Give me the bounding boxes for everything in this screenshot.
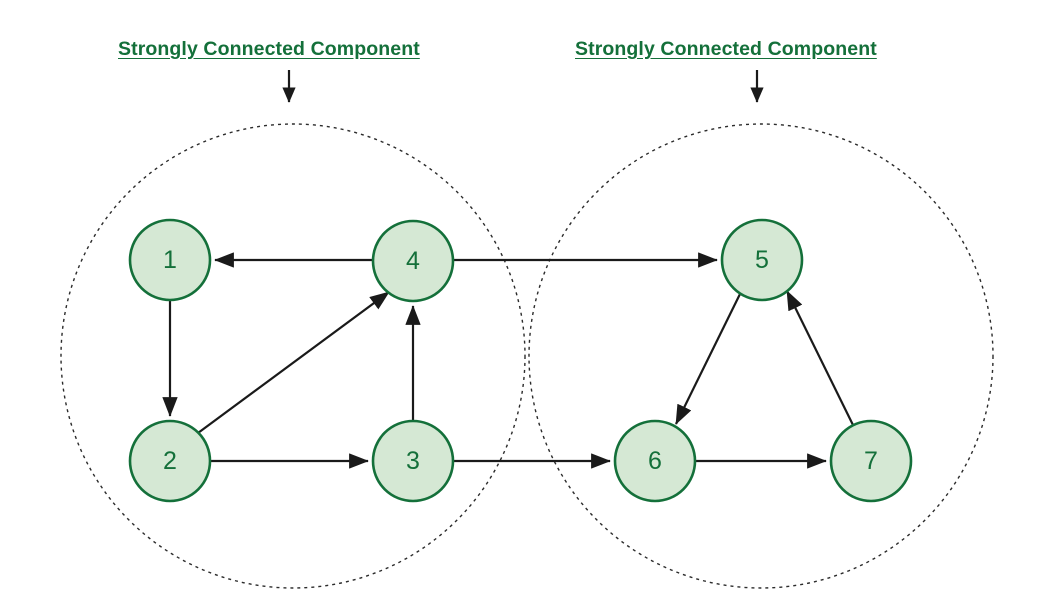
node-1-circle[interactable] [128, 218, 212, 302]
node-6[interactable]: 6 [613, 419, 697, 503]
component-boundary-right [528, 123, 994, 589]
node-4-label: 4 [406, 247, 420, 275]
node-7[interactable]: 7 [829, 419, 913, 503]
edge-2-to-4 [197, 291, 390, 434]
node-7-circle[interactable] [829, 419, 913, 503]
node-5-circle[interactable] [720, 218, 804, 302]
scc-label-right: Strongly Connected Component [575, 38, 877, 60]
node-2[interactable]: 2 [128, 419, 212, 503]
node-5[interactable]: 5 [720, 218, 804, 302]
node-3-circle[interactable] [371, 419, 455, 503]
node-7-label: 7 [864, 447, 878, 475]
scc-label-left: Strongly Connected Component [118, 38, 420, 60]
node-3[interactable]: 3 [371, 419, 455, 503]
edge-5-to-6 [675, 293, 741, 425]
node-2-circle[interactable] [128, 419, 212, 503]
node-4[interactable]: 4 [371, 219, 455, 303]
node-1[interactable]: 1 [128, 218, 212, 302]
node-1-label: 1 [163, 246, 177, 274]
component-boundary-left [60, 123, 526, 589]
node-6-label: 6 [648, 447, 662, 475]
node-2-label: 2 [163, 447, 177, 475]
node-3-label: 3 [406, 447, 420, 475]
edge-7-to-5 [786, 290, 854, 426]
node-6-circle[interactable] [613, 419, 697, 503]
node-5-label: 5 [755, 246, 769, 274]
node-4-circle[interactable] [371, 219, 455, 303]
